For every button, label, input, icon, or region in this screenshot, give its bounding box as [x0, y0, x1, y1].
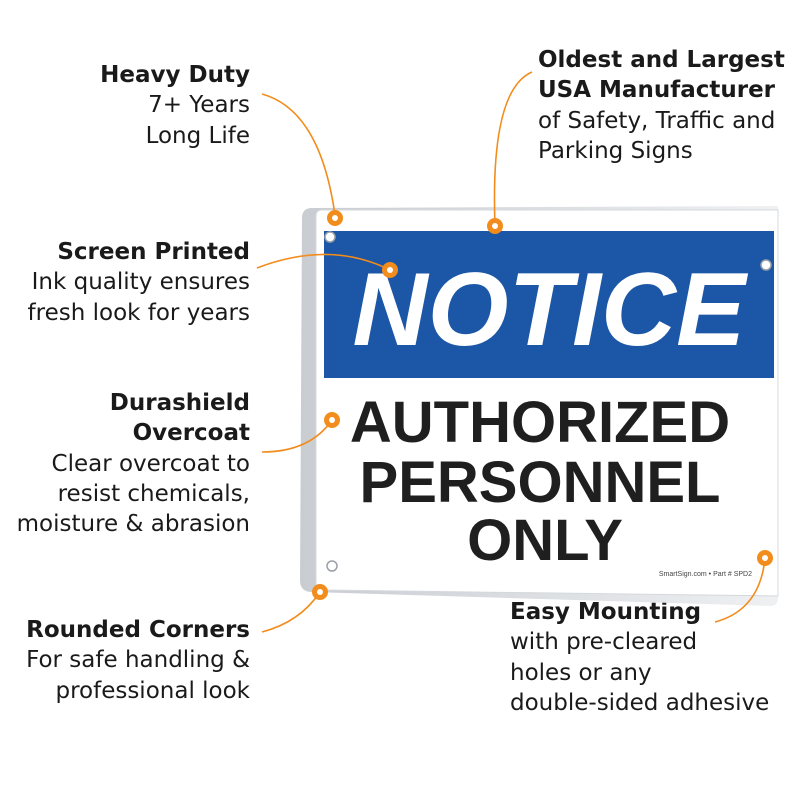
callout-oldest-largest: Oldest and Largest USA Manufacturer of S…: [538, 45, 785, 166]
callout-rounded-corners: Rounded Corners For safe handling & prof…: [26, 615, 250, 706]
callout-text: For safe handling &: [26, 647, 250, 674]
mounting-hole: [326, 560, 338, 572]
callout-text: moisture & abrasion: [16, 511, 250, 538]
callout-durashield: Durashield Overcoat Clear overcoat to re…: [17, 388, 250, 540]
callout-text: Ink quality ensures: [31, 269, 250, 296]
callout-dot-center: [317, 589, 323, 595]
callout-title: Rounded Corners: [26, 617, 250, 643]
leader-line-oldest-largest: [493, 71, 533, 227]
callout-text: holes or any: [510, 659, 652, 686]
callout-dot-center: [762, 555, 768, 561]
callout-text: Parking Signs: [538, 138, 693, 165]
sign-footer-text: SmartSign.com • Part # SPD2: [659, 571, 752, 578]
leader-line-heavy-duty: [261, 93, 336, 216]
callout-text: Long Life: [145, 122, 250, 149]
callout-text: Clear overcoat to: [51, 450, 250, 477]
sign-message-line: PERSONNEL: [360, 450, 721, 515]
callout-title: Heavy Duty: [100, 62, 250, 88]
sign-message-line: ONLY: [467, 508, 623, 573]
mounting-hole: [324, 231, 336, 243]
callout-title: Overcoat: [132, 420, 250, 447]
callout-screen-printed: Screen Printed Ink quality ensures fresh…: [28, 237, 250, 328]
callout-text: fresh look for years: [27, 299, 250, 326]
callout-title: Durashield: [109, 390, 250, 416]
callout-dot-center: [387, 267, 393, 273]
sign-message-line: AUTHORIZED: [350, 390, 730, 455]
sign: NOTICE AUTHORIZED PERSONNEL ONLY SmartSi…: [300, 206, 779, 606]
leader-line-easy-mounting: [714, 557, 766, 623]
callout-title: USA Manufacturer: [538, 77, 776, 104]
callout-dot-center: [329, 417, 335, 423]
callout-text: with pre-cleared: [510, 629, 698, 656]
notice-header-text: NOTICE: [353, 252, 749, 368]
notice-header-band: [324, 231, 774, 378]
callout-dots: [312, 210, 773, 600]
leader-line-rounded-corners: [261, 591, 321, 633]
callout-heavy-duty: Heavy Duty 7+ Years Long Life: [100, 60, 250, 151]
callout-text: of Safety, Traffic and: [538, 107, 776, 134]
callout-dot-center: [332, 215, 338, 221]
callout-title: Screen Printed: [57, 239, 250, 265]
leader-line-screen-printed: [256, 253, 391, 271]
callout-title: Easy Mounting: [510, 599, 702, 625]
callout-text: double-sided adhesive: [510, 690, 770, 717]
callout-title: Oldest and Largest: [538, 47, 785, 73]
mounting-hole: [760, 259, 772, 271]
callout-text: 7+ Years: [148, 92, 250, 119]
callout-easy-mounting: Easy Mounting with pre-cleared holes or …: [510, 597, 769, 718]
callout-dot-center: [492, 223, 498, 229]
callout-text: professional look: [55, 677, 250, 704]
callout-text: resist chemicals,: [57, 481, 250, 508]
